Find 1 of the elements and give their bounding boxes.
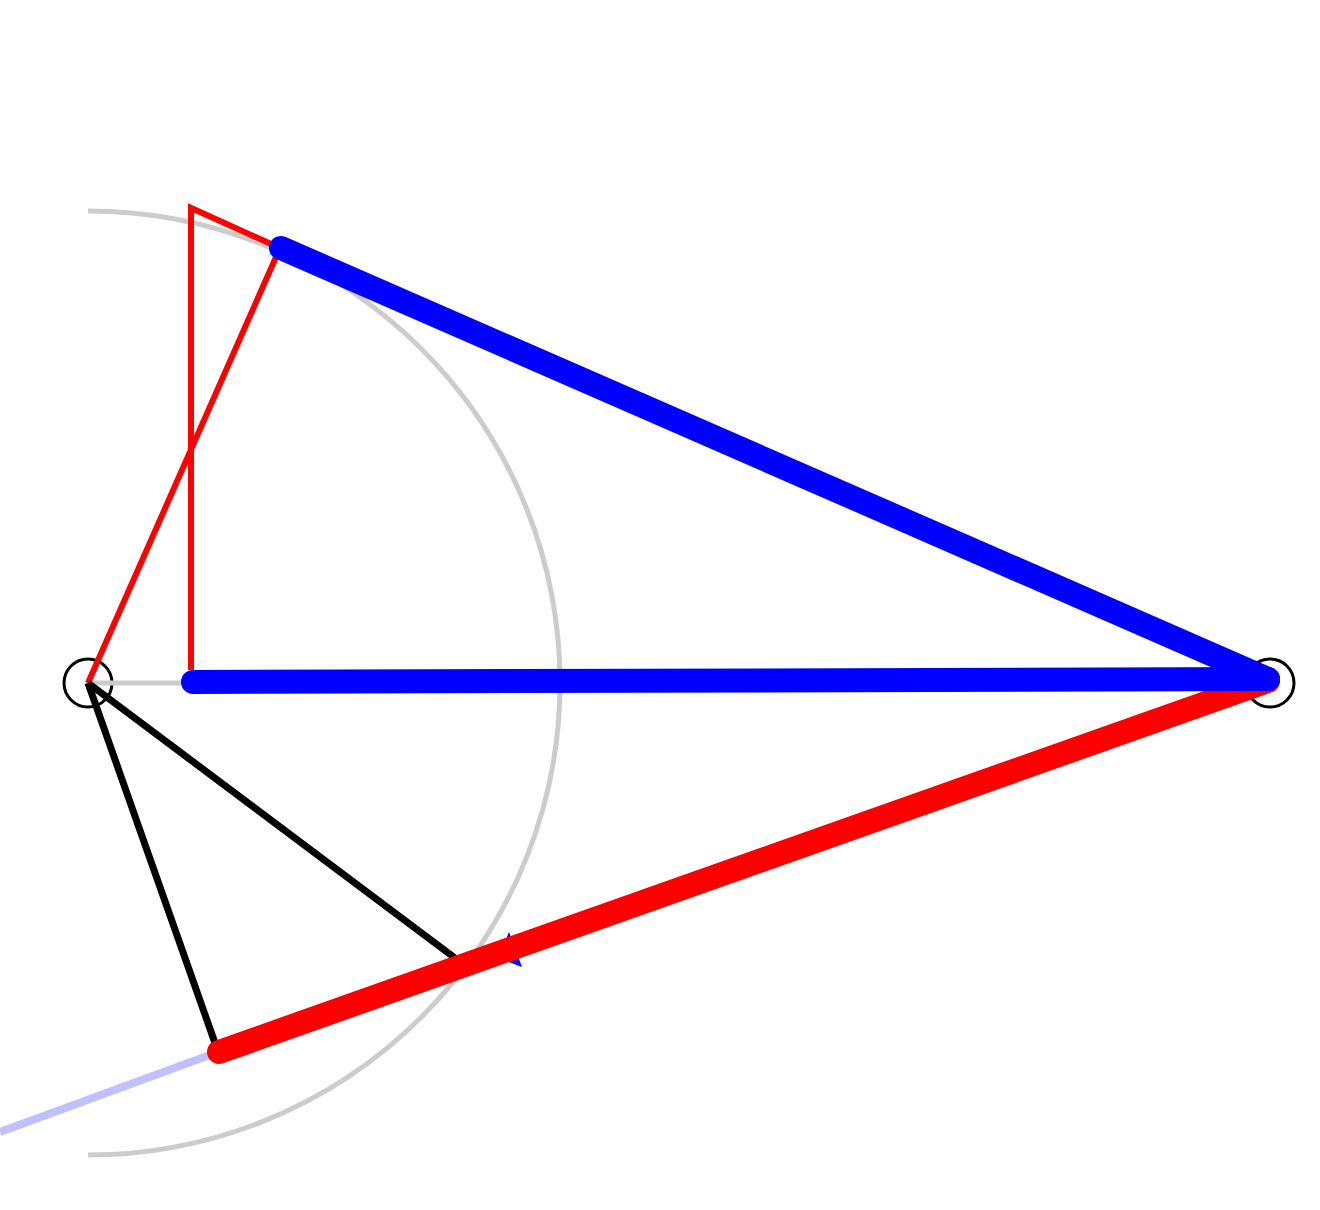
pivot-circle — [62, 657, 114, 709]
